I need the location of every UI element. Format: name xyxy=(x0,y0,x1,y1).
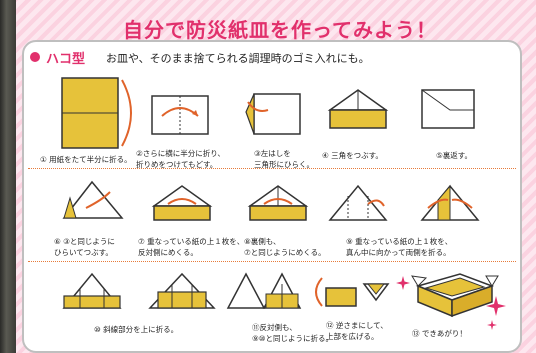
step-2-illustration xyxy=(151,95,209,135)
section-heading: ハコ型 xyxy=(46,52,86,67)
step-5-illustration xyxy=(421,89,475,129)
step-3-illustration xyxy=(245,93,301,135)
step-13-illustration xyxy=(411,273,499,318)
step-12-caption: ⑫ 逆さまにして、 上部を広げる。 xyxy=(326,321,388,341)
step-13-caption: ⑬ できあがり！ xyxy=(412,329,467,338)
step-9-illustration xyxy=(328,184,388,221)
step-3-caption: ③左はしを 三角形にひらく。 xyxy=(254,149,314,169)
step-9-caption: ⑨ 重なっている紙の上１枚を、 真ん中に向かって両側を折る。 xyxy=(346,237,453,257)
step-7-caption: ⑦ 重なっている紙の上１枚を、 反対側にめくる。 xyxy=(138,237,245,257)
step-10-illustration xyxy=(62,272,122,309)
section-subheading: お皿や、そのまま捨てられる調理時のゴミ入れにも。 xyxy=(106,52,370,65)
sparkle-icon xyxy=(486,296,506,330)
step-1-caption: ① 用紙をたて半分に折る。 xyxy=(40,155,132,164)
step-4-caption: ④ 三角をつぶす。 xyxy=(322,151,383,160)
step-11-illustration xyxy=(226,272,302,309)
step-8-caption: ⑧裏側も、 ⑦と同じようにめくる。 xyxy=(244,237,326,257)
bullet-icon xyxy=(30,52,40,62)
step-8-illustration xyxy=(247,185,309,221)
page-title: 自分で防災紙皿を作ってみよう！ xyxy=(123,18,437,42)
step-10-caption: ⑩ 斜線部分を上に折る。 xyxy=(94,325,179,334)
step-7-illustration xyxy=(151,185,213,221)
step-12-illustration xyxy=(315,277,390,307)
step-1-illustration xyxy=(61,77,132,149)
step-9b-illustration xyxy=(420,184,480,221)
step-10b-illustration xyxy=(148,272,216,309)
row-divider-1 xyxy=(28,168,516,169)
photo-edge xyxy=(0,0,16,353)
step-2-caption: ②さらに横に半分に折り、 折りめをつけてもどす。 xyxy=(136,149,225,169)
step-6-caption: ⑥ ③と同じように ひらいてつぶす。 xyxy=(54,237,115,257)
step-6-illustration xyxy=(62,180,124,219)
step-5-caption: ⑤裏返す。 xyxy=(436,151,472,160)
sparkle-icon-small xyxy=(396,276,410,290)
step-11-caption: ⑪反対側も、 ⑨⑩と同じように折る。 xyxy=(252,323,333,343)
row-divider-2 xyxy=(28,261,516,262)
step-4-illustration xyxy=(327,89,389,129)
